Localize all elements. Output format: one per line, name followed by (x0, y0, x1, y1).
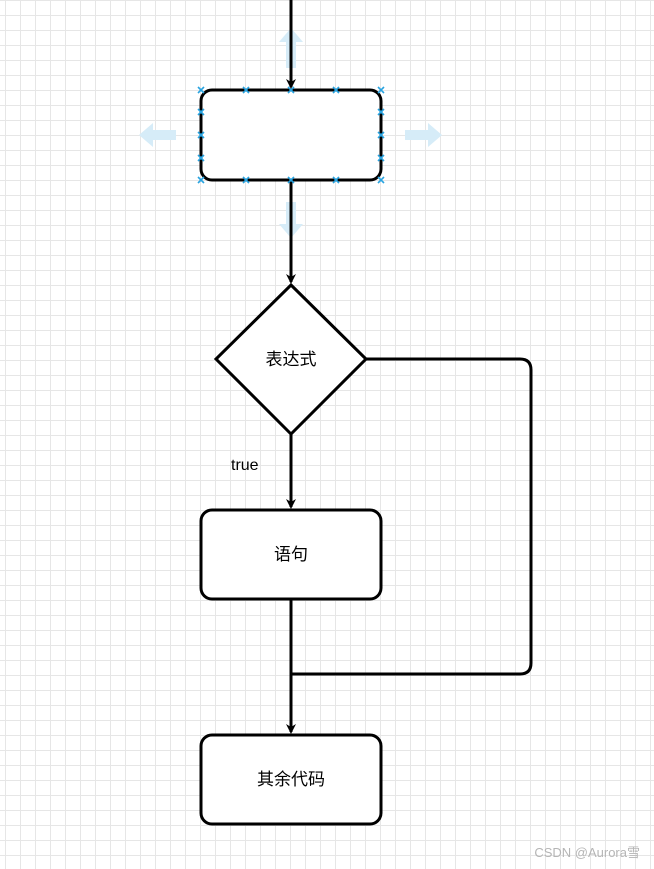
edge-false-branch[interactable] (291, 357, 533, 676)
decision-diamond[interactable]: 表达式 (213, 282, 369, 437)
connection-handle-icon[interactable] (377, 86, 385, 94)
true-branch-label: true (231, 457, 259, 474)
connection-handle-icon[interactable] (332, 176, 340, 184)
connection-handle-icon[interactable] (377, 154, 385, 162)
connection-handle-icon[interactable] (377, 108, 385, 116)
hint-arrow-left-icon[interactable] (139, 123, 176, 147)
statement-label: 语句 (274, 545, 308, 565)
watermark: CSDN @Aurora雪 (534, 845, 640, 860)
connection-handle-icon[interactable] (197, 176, 205, 184)
connection-handle-icon[interactable] (197, 86, 205, 94)
connection-handle-icon[interactable] (197, 108, 205, 116)
hint-arrow-right-icon[interactable] (405, 123, 442, 147)
statement-box[interactable]: 语句 (199, 508, 383, 601)
rest-code-label: 其余代码 (257, 770, 325, 790)
selected-process-box[interactable] (199, 88, 383, 182)
connection-handle-icon[interactable] (377, 176, 385, 184)
connection-handle-icon[interactable] (287, 176, 295, 184)
selection-handles[interactable] (197, 86, 385, 184)
connection-handle-icon[interactable] (242, 86, 250, 94)
decision-label: 表达式 (266, 350, 317, 370)
connection-handle-icon[interactable] (332, 86, 340, 94)
connection-handle-icon[interactable] (287, 86, 295, 94)
connection-handle-icon[interactable] (242, 176, 250, 184)
connection-handle-icon[interactable] (197, 131, 205, 139)
connection-handle-icon[interactable] (197, 154, 205, 162)
rest-code-box[interactable]: 其余代码 (199, 733, 383, 826)
connection-handle-icon[interactable] (377, 131, 385, 139)
